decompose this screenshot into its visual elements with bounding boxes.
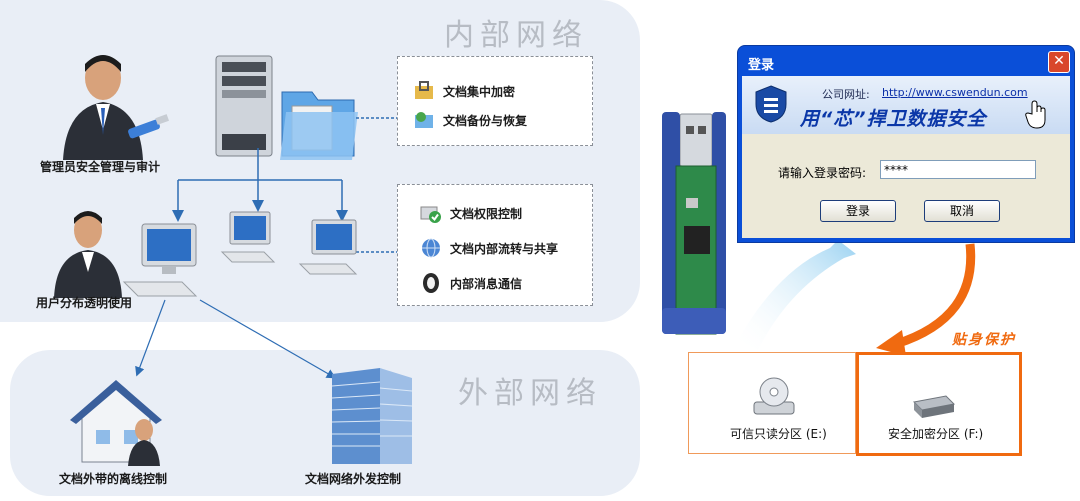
external-connections: [135, 299, 337, 379]
website-link[interactable]: http://www.cswendun.com: [882, 86, 1028, 99]
protection-label: 贴身保护: [952, 332, 1016, 348]
cancel-button[interactable]: 取消: [924, 200, 1000, 222]
shield-icon: [755, 85, 787, 123]
usb-drive-icon: [662, 112, 726, 335]
desktop-computer-icon: [298, 219, 358, 275]
website-label: 公司网址:: [822, 88, 870, 101]
desktop-computer-icon: [122, 223, 198, 297]
house-icon: [70, 380, 162, 466]
lock-folder-icon: [415, 81, 433, 99]
server-feature-box: [397, 56, 593, 146]
feature-internal-messaging: 内部消息通信: [420, 272, 522, 294]
cd-drive-icon: [753, 377, 795, 415]
login-button[interactable]: 登录: [820, 200, 896, 222]
server-icon: [215, 55, 358, 160]
feature-permission-control: 文档权限控制: [420, 202, 522, 224]
password-label: 请输入登录密码:: [778, 166, 867, 180]
dialog-banner: 公司网址: http://www.cswendun.com 用“芯”捍卫数据安全: [742, 76, 1070, 134]
feature-label: 文档备份与恢复: [443, 113, 528, 128]
offline-control-label: 文档外带的离线控制: [59, 472, 168, 486]
feature-label: 内部消息通信: [450, 276, 523, 291]
backup-folder-icon: [415, 112, 433, 128]
network-connections: [172, 117, 397, 253]
external-network-title: 外部网络: [458, 376, 602, 411]
dialog-title: 登录: [748, 58, 775, 73]
permission-check-icon: [420, 206, 441, 223]
user-person-icon: [54, 211, 122, 298]
light-beam: [738, 240, 856, 350]
admin-label: 管理员安全管理与审计: [40, 160, 161, 174]
feature-label: 文档权限控制: [450, 206, 523, 221]
feature-central-encryption: 文档集中加密: [413, 80, 515, 102]
feature-backup-restore: 文档备份与恢复: [413, 109, 527, 131]
hand-cursor-icon: [1025, 100, 1046, 129]
globe-icon: [422, 238, 440, 258]
password-input[interactable]: ****: [880, 160, 1036, 179]
close-button[interactable]: ✕: [1048, 51, 1070, 73]
internal-network-title: 内部网络: [444, 18, 588, 53]
login-dialog: 登录 ✕ 公司网址: http://www.cswendun.com 用“芯”捍…: [738, 46, 1074, 242]
secure-partition-label[interactable]: 安全加密分区 (F:): [888, 427, 984, 441]
dialog-body: 公司网址: http://www.cswendun.com 用“芯”捍卫数据安全…: [742, 76, 1070, 238]
hard-drive-icon: [912, 395, 956, 418]
feature-label: 文档集中加密: [443, 84, 516, 99]
outbound-control-label: 文档网络外发控制: [305, 472, 402, 486]
office-building-icon: [331, 368, 413, 464]
admin-person-icon: [63, 55, 170, 160]
feature-internal-sharing: 文档内部流转与共享: [420, 237, 558, 259]
protection-arrow: [876, 243, 976, 356]
message-icon: [423, 273, 439, 293]
desktop-computer-icon: [220, 211, 276, 263]
user-label: 用户分布透明使用: [36, 296, 133, 310]
dialog-slogan: 用“芯”捍卫数据安全: [800, 108, 987, 130]
feature-label: 文档内部流转与共享: [450, 241, 559, 256]
readonly-partition-label[interactable]: 可信只读分区 (E:): [730, 427, 827, 441]
